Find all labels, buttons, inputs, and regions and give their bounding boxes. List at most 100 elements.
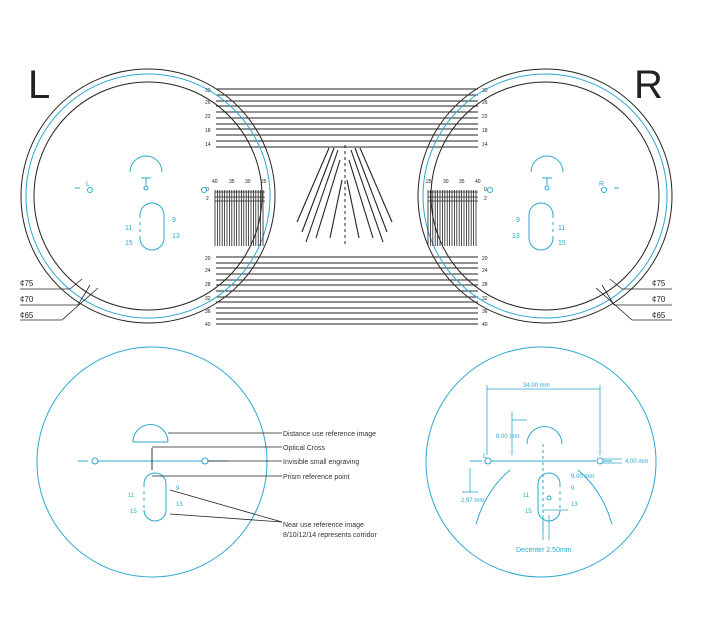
- fan-line: [346, 179, 360, 239]
- tick-left-22: 22: [205, 114, 211, 120]
- distance-arc-icon: [526, 426, 563, 445]
- distance-arc-icon: [132, 424, 169, 443]
- tick-left-18: 18: [205, 128, 211, 134]
- tick-right-26: 26: [482, 100, 488, 106]
- fan-line: [350, 149, 384, 243]
- right-lens-cyan-circle: [422, 73, 668, 319]
- near-capsule-left: [537, 472, 561, 522]
- grid-right-0: 0: [484, 187, 487, 193]
- tick-right-20: 20: [482, 256, 488, 262]
- dim-side: 4.00 mm: [625, 459, 648, 465]
- right-side-label: R: [634, 63, 663, 107]
- center-fan-lines: [296, 147, 393, 243]
- left-lens-outer-circle: [20, 68, 276, 324]
- fan-line: [301, 147, 335, 233]
- right-engraving-R: R: [599, 181, 604, 188]
- near-15: 15: [558, 240, 566, 247]
- grid-left-2: 2: [206, 196, 209, 202]
- dim-width: 34.00 mm: [523, 383, 550, 389]
- engraving-circle-icon: [596, 457, 604, 465]
- near-13: 13: [571, 502, 578, 508]
- right-diameter-65: ¢65: [652, 311, 666, 320]
- left-diameter-leaders: [20, 278, 99, 321]
- tick-right-28: 28: [482, 282, 488, 288]
- fan-line: [296, 147, 330, 223]
- near-capsule-left: [528, 202, 554, 251]
- dim-drop: 9.00 mm: [571, 474, 594, 480]
- fan-line: [354, 147, 388, 233]
- right-diameter-leaders: [595, 278, 672, 321]
- grid-right-35: 35: [459, 179, 465, 185]
- right-grid-labels: 25 30 35 40 0 2: [426, 179, 487, 202]
- tick-left-32: 32: [205, 296, 211, 302]
- tick-right-22: 22: [482, 114, 488, 120]
- grid-left-0: 0: [206, 187, 209, 193]
- near-15: 15: [525, 509, 532, 515]
- grid-right-25: 25: [426, 179, 432, 185]
- dim-decenter: Decenter 2.50mm: [516, 547, 572, 554]
- right-lens-outer-circle: [417, 68, 673, 324]
- engraving-circle-icon: [201, 457, 209, 465]
- near-13: 13: [176, 502, 183, 508]
- grid-left-40: 40: [212, 179, 218, 185]
- prism-point-icon: [544, 185, 550, 191]
- right-lens-inner-circle: [430, 81, 660, 311]
- left-lens-cyan-circle: [25, 73, 271, 319]
- left-side-label: L: [28, 63, 50, 107]
- callout-prism: Prism reference point: [283, 474, 350, 481]
- callout-leaders: [151, 432, 283, 523]
- near-9: 9: [516, 217, 520, 224]
- distance-arc-icon: [530, 155, 564, 173]
- left-diameter-70: ¢70: [20, 295, 34, 304]
- near-15: 15: [130, 509, 137, 515]
- grid-right-2: 2: [484, 196, 487, 202]
- grid-left-25: 25: [261, 179, 267, 185]
- horizontal-scale-lines: [216, 88, 478, 325]
- near-11: 11: [128, 493, 135, 499]
- tick-left-20: 20: [205, 256, 211, 262]
- near-9: 9: [176, 486, 180, 492]
- near-11: 11: [558, 225, 565, 232]
- engraving-circle-icon: [87, 187, 93, 193]
- callout-near-2: 8/10/12/14 represents corridor: [283, 532, 377, 539]
- engraving-circle-icon: [201, 187, 207, 193]
- left-lens-inner-circle: [33, 81, 263, 311]
- callout-distance: Distance use reference image: [283, 431, 376, 438]
- tick-right-18: 18: [482, 128, 488, 134]
- left-lens-marks: L 11 15 9 13: [75, 155, 207, 251]
- left-engraving-L: L: [86, 181, 90, 188]
- right-diameter-70: ¢70: [652, 295, 666, 304]
- tick-right-36: 36: [482, 309, 488, 315]
- tick-right-30: 30: [482, 88, 488, 94]
- left-diameter-65: ¢65: [20, 311, 34, 320]
- tick-left-24: 24: [205, 268, 211, 274]
- tick-right-24: 24: [482, 268, 488, 274]
- fan-line: [305, 149, 339, 243]
- fan-line: [359, 147, 393, 223]
- near-9: 9: [571, 486, 575, 492]
- grid-left-30: 30: [245, 179, 251, 185]
- right-vertical-grid: [427, 190, 478, 246]
- corridor-curve-right: [577, 469, 613, 525]
- corridor-curve-left: [475, 469, 511, 525]
- callout-engraving: Invisible small engraving: [283, 459, 359, 466]
- upper-scale-labels: 30 26 22 18 14 30 26 22 18 14: [205, 88, 488, 148]
- tick-left-40: 40: [205, 322, 211, 328]
- detail-left-circle: [36, 346, 268, 578]
- tick-right-32: 32: [482, 296, 488, 302]
- tick-left-30: 30: [205, 88, 211, 94]
- grid-right-40: 40: [475, 179, 481, 185]
- tick-left-26: 26: [205, 100, 211, 106]
- near-capsule-right: [143, 472, 167, 522]
- near-capsule-right: [139, 202, 165, 251]
- distance-arc-icon: [129, 155, 163, 173]
- tick-right-40: 40: [482, 322, 488, 328]
- near-11: 11: [523, 493, 530, 499]
- dim-height: 8.00 mm: [496, 434, 519, 440]
- callout-optical-cross: Optical Cross: [283, 445, 326, 452]
- near-11: 11: [125, 225, 132, 232]
- near-9: 9: [172, 217, 176, 224]
- engraving-circle-icon: [487, 187, 493, 193]
- fan-line: [329, 179, 343, 239]
